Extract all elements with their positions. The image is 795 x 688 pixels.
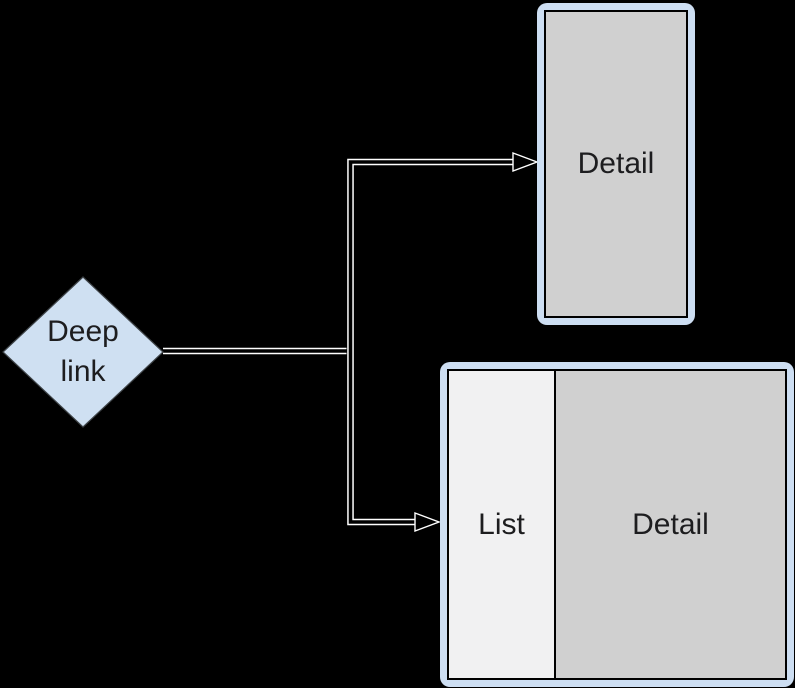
detail-device-frame: Detail — [537, 3, 695, 325]
deep-link-node — [2, 276, 164, 428]
list-pane-label: List — [478, 507, 525, 541]
arrowhead-to-detail-icon — [512, 151, 539, 173]
list-pane: List — [449, 371, 556, 678]
arrowhead-to-list-detail-icon — [414, 511, 441, 533]
detail-screen: Detail — [544, 10, 688, 318]
branch-connector-core — [348, 160, 524, 524]
list-detail-screen: List Detail — [447, 369, 787, 680]
detail-pane-label: Detail — [632, 507, 709, 541]
list-detail-device-frame: List Detail — [440, 362, 794, 687]
detail-screen-label: Detail — [577, 147, 655, 180]
deep-link-label: Deep link — [47, 315, 119, 388]
detail-pane: Detail — [556, 371, 785, 678]
